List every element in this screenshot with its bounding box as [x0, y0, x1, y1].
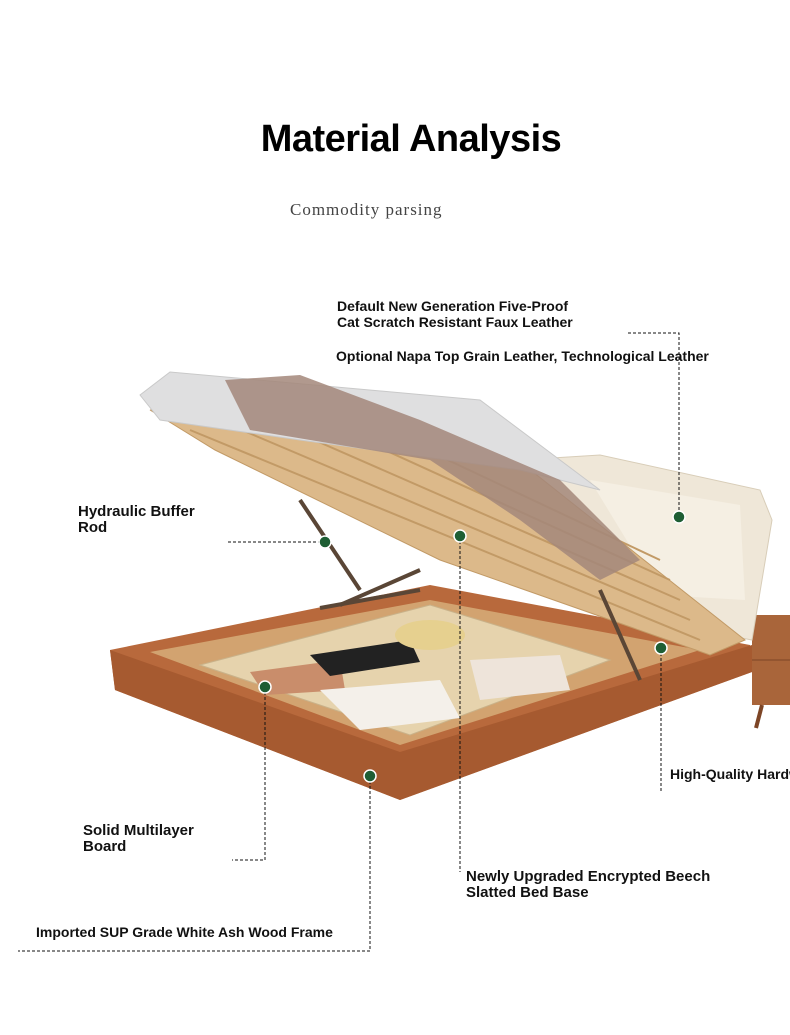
marker-dot-board: [258, 680, 272, 694]
callout-leather-default: Default New Generation Five-Proof Cat Sc…: [337, 298, 573, 330]
marker-dot-frame: [363, 769, 377, 783]
slatted-lid: [139, 371, 746, 656]
page-subtitle: Commodity parsing: [290, 200, 443, 219]
marker-dot-slats: [453, 529, 467, 543]
nightstand: [752, 615, 790, 729]
marker-dot-hydraulic: [318, 535, 332, 549]
bed-frame: [110, 585, 752, 800]
page-title: Material Analysis: [260, 118, 562, 160]
callout-hydraulic: Hydraulic Buffer Rod: [78, 503, 195, 536]
leader-lines: [18, 332, 680, 952]
marker-dot-hardware: [654, 641, 668, 655]
callout-slats: Newly Upgraded Encrypted Beech Slatted B…: [466, 868, 711, 901]
callout-hardware: High-Quality Hardware: [670, 766, 790, 782]
callout-frame: Imported SUP Grade White Ash Wood Frame: [36, 924, 333, 940]
callout-board: Solid Multilayer Board: [83, 822, 194, 855]
marker-dot-leather: [672, 510, 686, 524]
headboard: [519, 454, 773, 641]
callout-leather-optional: Optional Napa Top Grain Leather, Technol…: [336, 348, 709, 364]
